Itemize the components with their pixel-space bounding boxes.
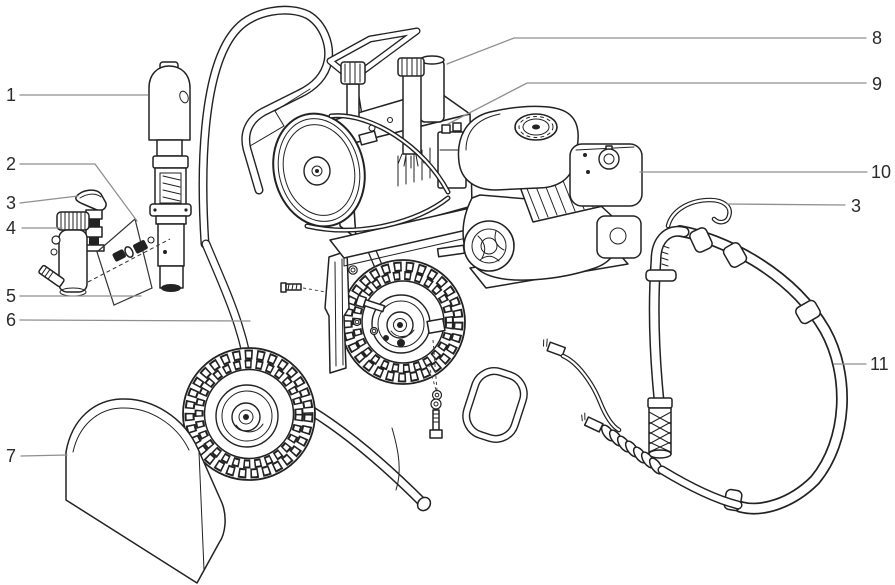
leader-line-3-right [726,203,846,206]
part-fitting-kit-box [87,217,171,306]
callout-10: 10 [871,162,891,182]
leader-line-9 [447,82,867,125]
part-suction-hose-loop [674,225,848,515]
part-outlet-tower [397,55,445,169]
callout-1: 1 [6,85,16,105]
part-drive-belt [304,113,451,233]
part-shroud-cover [65,398,226,584]
part-drain-hose [543,338,622,433]
part-drive-pulley [272,112,366,228]
part-bleed-hose [665,197,732,229]
part-filter-assembly [38,211,90,297]
callout-3-left: 3 [6,193,16,213]
leader-line-3-left [19,195,79,204]
part-strainer [581,397,743,510]
leader-line-8 [446,37,867,65]
callout-labels: 1 2 3 4 5 6 7 8 9 10 3 11 [6,28,891,466]
part-fastener-screw [280,282,327,293]
callout-7: 7 [6,446,16,466]
callout-2: 2 [6,154,16,174]
part-axle-bracket [324,250,358,374]
callout-5: 5 [6,286,16,306]
part-siphon-tube [645,225,821,512]
callout-leader-lines [19,37,868,457]
callout-6: 6 [6,310,16,330]
part-pressure-knob [340,61,366,119]
callout-3-right: 3 [851,196,861,216]
callout-8: 8 [872,28,882,48]
callout-4: 4 [6,218,16,238]
part-front-wheel [182,347,316,481]
part-fastener-bolt-set [352,294,389,341]
part-axle-bolt-washers [428,365,443,439]
leader-line-6 [19,319,251,322]
leader-line-7 [20,454,68,457]
callout-11: 11 [870,354,889,374]
part-pump-assembly [148,61,192,292]
callout-9: 9 [872,74,882,94]
leader-line-2 [19,163,138,222]
part-engine [436,105,643,289]
